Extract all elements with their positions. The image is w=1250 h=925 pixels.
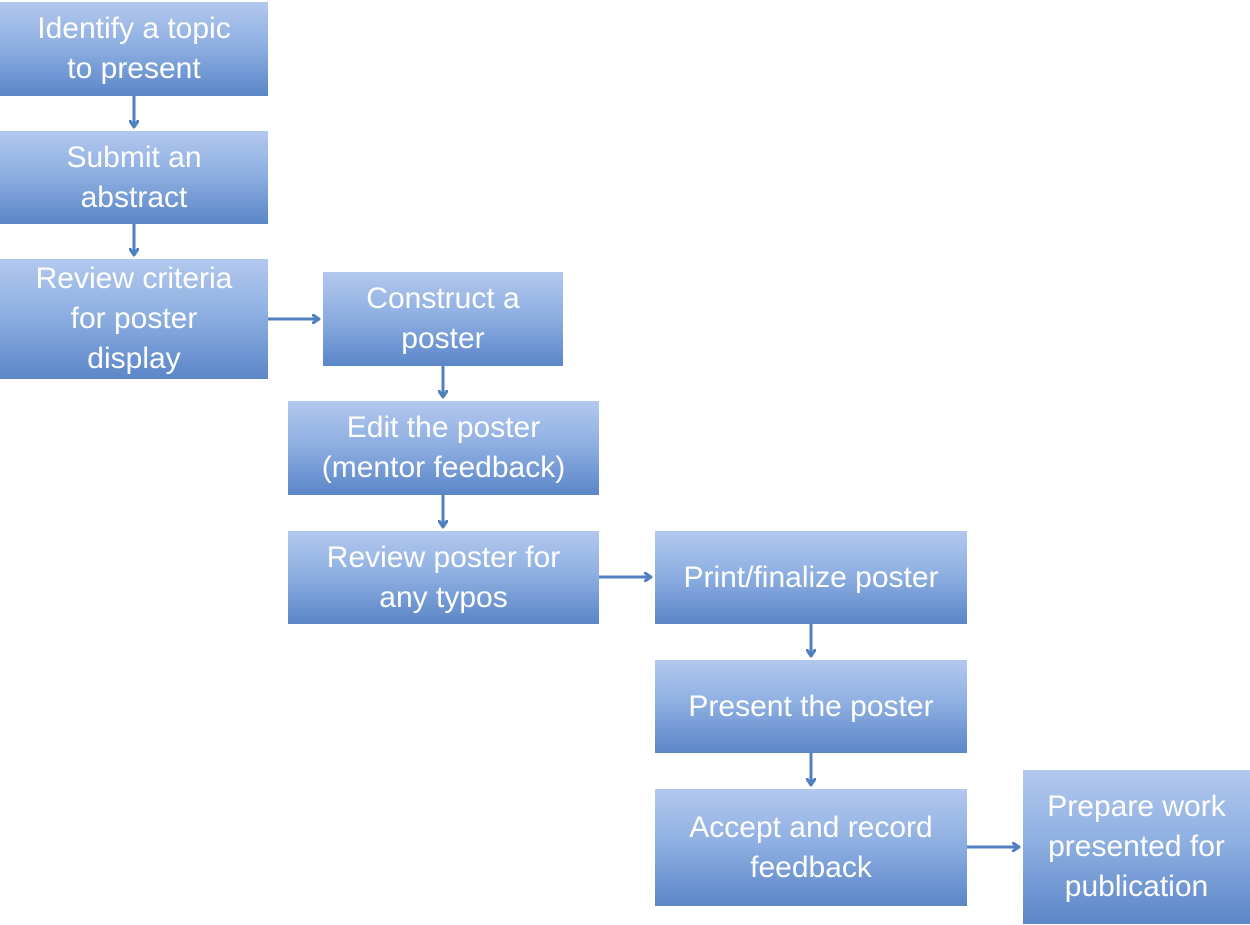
step-label: Construct a poster [366, 282, 520, 355]
step-submit-abstract: Submit an abstract [0, 131, 268, 224]
step-construct-poster: Construct a poster [323, 272, 563, 366]
step-label: Accept and record feedback [689, 810, 933, 884]
step-label: Edit the poster (mentor feedback) [321, 411, 566, 484]
step-edit-poster: Edit the poster (mentor feedback) [288, 401, 599, 495]
step-present-poster: Present the poster [655, 660, 967, 753]
step-review-typos: Review poster for any typos [288, 531, 599, 624]
step-label: Review poster for any typos [326, 540, 561, 614]
step-review-criteria: Review criteria for poster display [0, 259, 268, 379]
step-label: Submit an abstract [66, 140, 202, 214]
step-label: Print/finalize poster [683, 560, 939, 594]
step-label: Present the poster [688, 689, 934, 723]
step-label: Review criteria for poster display [35, 262, 233, 375]
step-label: Prepare work presented for publication [1047, 790, 1226, 903]
step-print-finalize: Print/finalize poster [655, 531, 967, 624]
step-label: Identify a topic to present [37, 12, 231, 85]
step-accept-feedback: Accept and record feedback [655, 789, 967, 906]
step-identify-topic: Identify a topic to present [0, 2, 268, 96]
step-prepare-publication: Prepare work presented for publication [1023, 770, 1250, 924]
